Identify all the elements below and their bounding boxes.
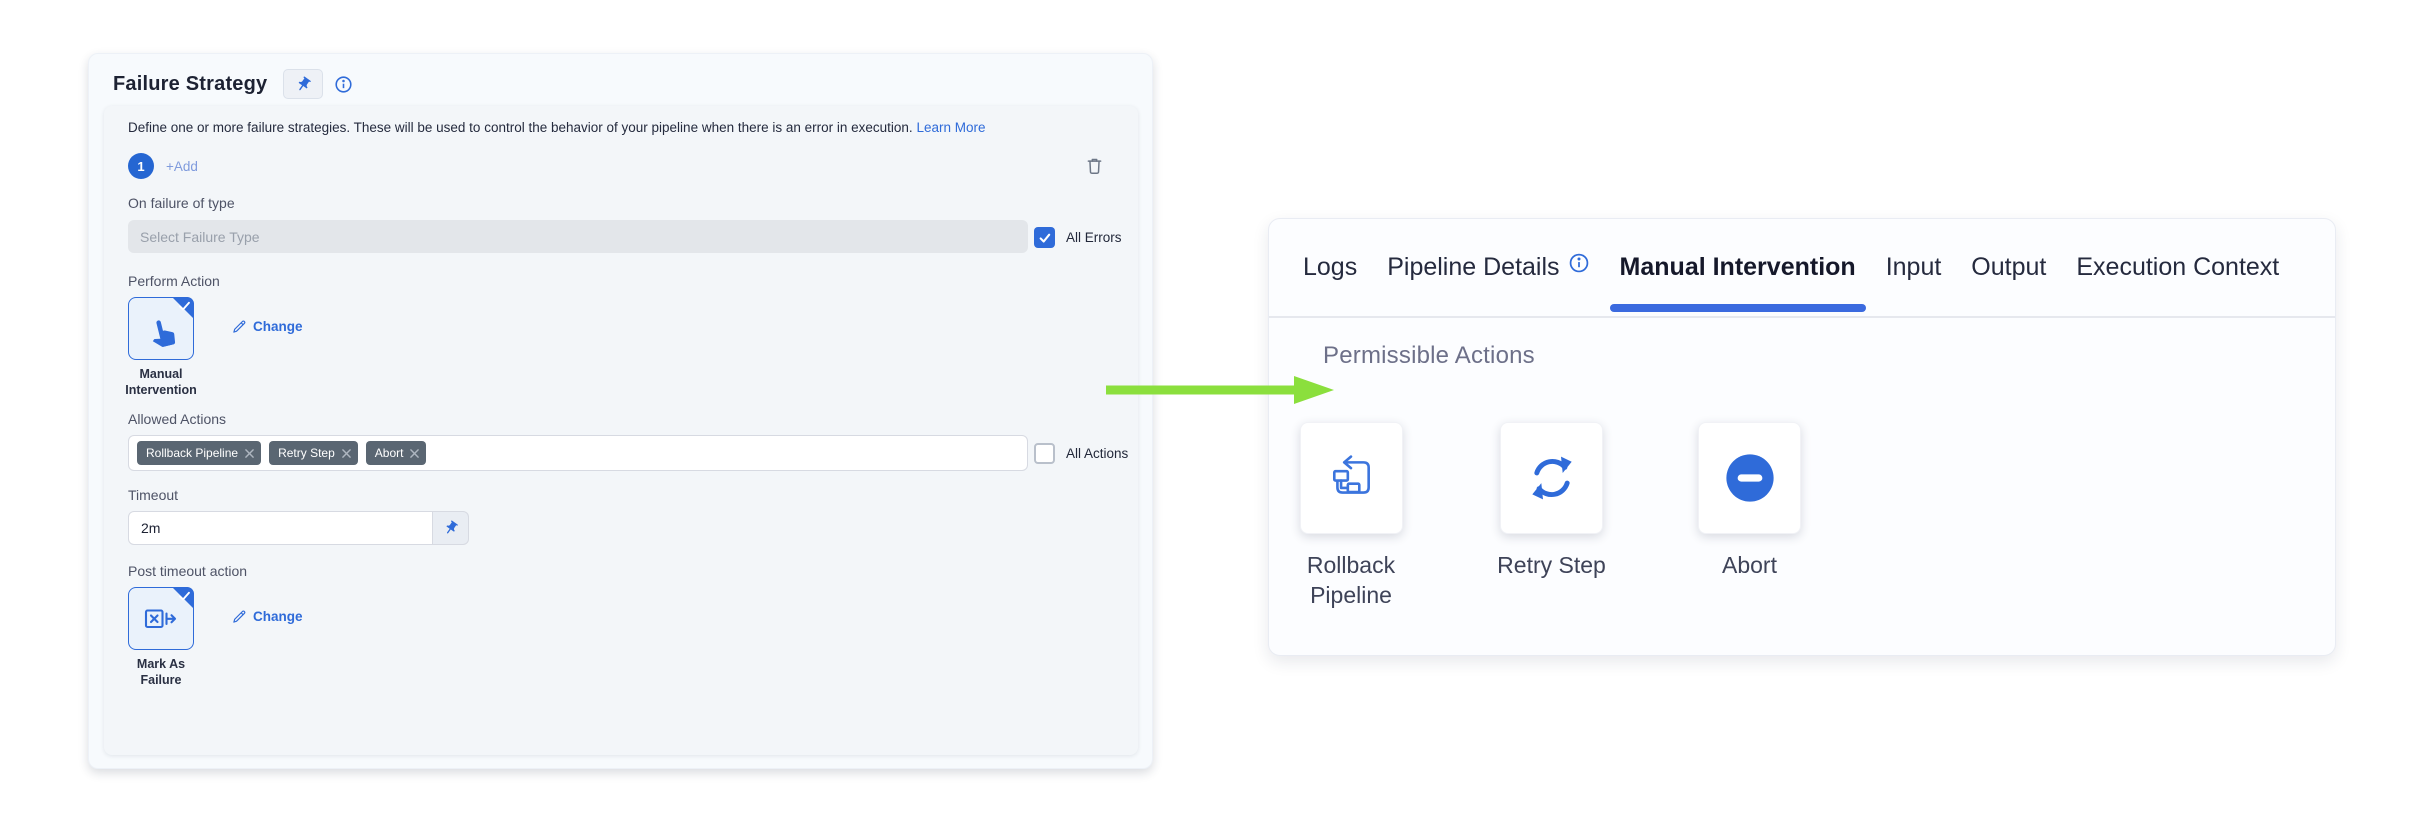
step-details-panel: Logs Pipeline Details Manual Interventio… xyxy=(1268,218,2336,656)
allowed-actions-label: Allowed Actions xyxy=(128,411,226,427)
all-actions-checkbox[interactable] xyxy=(1034,443,1055,464)
on-failure-label: On failure of type xyxy=(128,195,235,211)
tab-label: Pipeline Details xyxy=(1387,253,1559,282)
permissible-actions-title: Permissible Actions xyxy=(1323,342,1535,370)
action-card-abort[interactable] xyxy=(1698,422,1801,534)
change-label: Change xyxy=(253,319,303,334)
add-strategy-button[interactable]: +Add xyxy=(166,159,198,174)
green-arrow xyxy=(1106,376,1334,404)
info-icon[interactable] xyxy=(334,75,353,94)
failure-strategy-panel: Failure Strategy Define one or more fail… xyxy=(88,53,1153,769)
check-icon xyxy=(1038,231,1052,245)
tab-bar: Logs Pipeline Details Manual Interventio… xyxy=(1269,219,2335,318)
tag-retry-step: Retry Step xyxy=(269,441,358,465)
rollback-pipeline-icon xyxy=(1327,453,1377,503)
tab-execution-context[interactable]: Execution Context xyxy=(2076,218,2279,317)
all-errors-checkbox[interactable] xyxy=(1034,227,1055,248)
timeout-label: Timeout xyxy=(128,487,178,503)
tag-remove-icon[interactable] xyxy=(342,449,351,458)
tag-abort: Abort xyxy=(366,441,427,465)
all-errors-label: All Errors xyxy=(1066,230,1122,245)
change-post-timeout-link[interactable]: Change xyxy=(232,609,303,624)
action-card-rollback-pipeline[interactable] xyxy=(1300,422,1403,534)
tag-remove-icon[interactable] xyxy=(410,449,419,458)
tag-remove-icon[interactable] xyxy=(245,449,254,458)
tab-input[interactable]: Input xyxy=(1886,218,1942,317)
tag-label: Abort xyxy=(375,446,404,460)
perform-action-label: Perform Action xyxy=(128,273,220,289)
pin-button[interactable] xyxy=(283,69,323,99)
all-actions-label: All Actions xyxy=(1066,446,1128,461)
failure-type-select[interactable] xyxy=(128,220,1028,253)
failure-strategy-header: Failure Strategy xyxy=(113,67,353,101)
post-timeout-selected-label: Mark As Failure xyxy=(121,656,201,688)
strategy-description: Define one or more failure strategies. T… xyxy=(128,118,1078,137)
action-card-retry-step[interactable] xyxy=(1500,422,1603,534)
timeout-field-group xyxy=(128,511,469,545)
perform-action-selected-label: Manual Intervention xyxy=(121,366,201,398)
tab-manual-intervention[interactable]: Manual Intervention xyxy=(1620,218,1856,317)
abort-icon xyxy=(1723,451,1777,505)
action-label-retry-step: Retry Step xyxy=(1476,550,1627,580)
tag-label: Retry Step xyxy=(278,446,335,460)
tab-pipeline-details[interactable]: Pipeline Details xyxy=(1387,218,1589,317)
strategy-card: Define one or more failure strategies. T… xyxy=(104,106,1138,755)
action-label-rollback-pipeline: Rollback Pipeline xyxy=(1281,550,1421,610)
learn-more-link[interactable]: Learn More xyxy=(916,120,985,135)
action-label-abort: Abort xyxy=(1684,550,1815,580)
pin-icon xyxy=(439,517,461,539)
selected-check-icon xyxy=(178,301,191,312)
pin-icon xyxy=(292,72,316,96)
tab-logs[interactable]: Logs xyxy=(1303,218,1357,317)
delete-strategy-icon[interactable] xyxy=(1084,155,1105,176)
description-text: Define one or more failure strategies. T… xyxy=(128,120,913,135)
timeout-pin-button[interactable] xyxy=(433,511,469,545)
perform-action-selected-card[interactable] xyxy=(128,297,194,360)
timeout-input[interactable] xyxy=(128,511,433,545)
post-timeout-selected-card[interactable] xyxy=(128,587,194,650)
change-perform-action-link[interactable]: Change xyxy=(232,319,303,334)
info-icon[interactable] xyxy=(1568,252,1590,274)
retry-icon xyxy=(1525,451,1579,505)
pencil-icon xyxy=(232,319,247,334)
panel-title: Failure Strategy xyxy=(113,73,267,96)
strategy-index-badge[interactable]: 1 xyxy=(128,153,154,179)
pencil-icon xyxy=(232,609,247,624)
tab-output[interactable]: Output xyxy=(1971,218,2046,317)
tag-label: Rollback Pipeline xyxy=(146,446,238,460)
tag-rollback-pipeline: Rollback Pipeline xyxy=(137,441,261,465)
change-label: Change xyxy=(253,609,303,624)
allowed-actions-input[interactable]: Rollback Pipeline Retry Step Abort xyxy=(128,435,1028,471)
post-timeout-label: Post timeout action xyxy=(128,563,247,579)
selected-check-icon xyxy=(178,591,191,602)
mark-as-failure-icon xyxy=(143,606,179,632)
